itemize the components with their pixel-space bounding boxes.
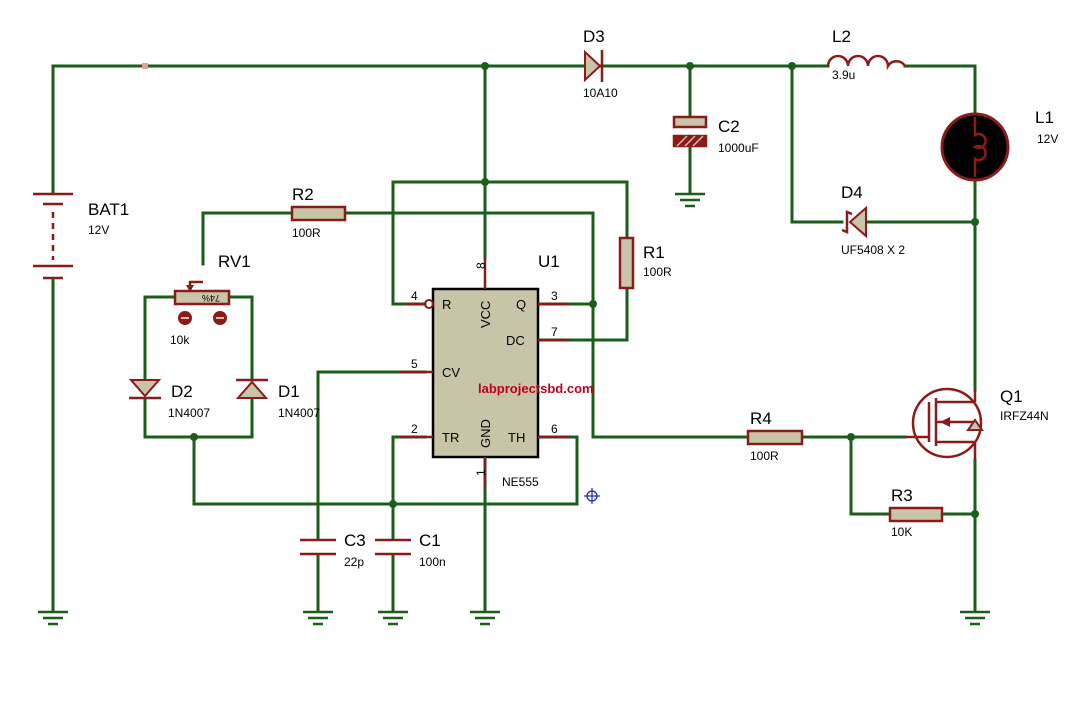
d2-value: 1N4007 [168, 406, 210, 420]
d3-value: 10A10 [583, 86, 618, 100]
ic-u1-ne555[interactable]: 4 3 7 5 2 6 8 1 R Q DC CV TR TH VCC GND … [400, 252, 570, 489]
c2-ref: C2 [718, 117, 740, 136]
lamp-l1[interactable]: L1 12V [940, 108, 1058, 182]
junctions [190, 62, 979, 518]
battery-bat1[interactable]: BAT1 12V [33, 192, 129, 280]
rv1-value: 10k [170, 333, 190, 347]
l2-value: 3.9u [832, 68, 855, 82]
r1-ref: R1 [643, 243, 665, 262]
r3-ref: R3 [891, 486, 913, 505]
junction [971, 510, 979, 518]
q1-ref: Q1 [1000, 387, 1023, 406]
resistor-r4[interactable]: R4 100R [746, 409, 804, 463]
c2-value: 1000uF [718, 141, 759, 155]
junction [847, 433, 855, 441]
u1-pin-dc-label: DC [506, 333, 525, 348]
u1-pin-1-number: 1 [474, 469, 488, 476]
ground-icon [470, 610, 500, 626]
probe-marker [142, 63, 148, 69]
rv1-ref: RV1 [218, 252, 251, 271]
l2-ref: L2 [832, 27, 851, 46]
u1-pin-5-number: 5 [411, 357, 418, 371]
inductor-l2[interactable]: L2 3.9u [826, 27, 907, 82]
junction [788, 62, 796, 70]
u1-pin-th-label: TH [508, 430, 525, 445]
u1-pin-3-number: 3 [551, 289, 558, 303]
resistor-r1[interactable]: R1 100R [618, 236, 672, 290]
junction [971, 218, 979, 226]
junction [481, 178, 489, 186]
u1-pin-gnd-label: GND [478, 419, 493, 448]
diode-d2[interactable]: D2 1N4007 [128, 379, 210, 420]
diode-d3[interactable]: D3 10A10 [583, 27, 618, 100]
mosfet-q1[interactable]: Q1 IRFZ44N [905, 387, 1049, 460]
d4-value: UF5408 X 2 [841, 243, 905, 257]
bat1-ref: BAT1 [88, 200, 129, 219]
rv1-increment-button[interactable] [213, 311, 227, 325]
r2-value: 100R [292, 226, 321, 240]
q1-value: IRFZ44N [1000, 409, 1049, 423]
resistor-r2[interactable]: R2 100R [290, 185, 347, 240]
r2-ref: R2 [292, 185, 314, 204]
l1-ref: L1 [1035, 108, 1054, 127]
c1-ref: C1 [419, 531, 441, 550]
ground-icon [960, 610, 990, 626]
r4-ref: R4 [750, 409, 772, 428]
watermark-text: labprojectsbd.com [478, 381, 594, 396]
d1-ref: D1 [278, 382, 300, 401]
rv1-decrement-button[interactable] [178, 311, 192, 325]
u1-pin-8-number: 8 [474, 262, 488, 269]
d4-ref: D4 [841, 183, 863, 202]
u1-pin-2-number: 2 [411, 422, 418, 436]
r3-value: 10K [891, 525, 912, 539]
junction [589, 300, 597, 308]
capacitor-c3[interactable]: C3 22p [300, 531, 366, 569]
u1-pin-4-number: 4 [411, 289, 418, 303]
l1-value: 12V [1037, 132, 1058, 146]
c3-ref: C3 [344, 531, 366, 550]
u1-pin-6-number: 6 [551, 422, 558, 436]
potentiometer-rv1[interactable]: 74% RV1 10k [170, 252, 251, 347]
ground-icon [38, 610, 68, 626]
diode-d4[interactable]: D4 UF5408 X 2 [841, 183, 905, 257]
ground-icon [303, 610, 333, 626]
r1-value: 100R [643, 265, 672, 279]
junction [389, 500, 397, 508]
d2-ref: D2 [171, 382, 193, 401]
capacitor-c2[interactable]: C2 1000uF [672, 115, 759, 155]
u1-pin-cv-label: CV [442, 365, 460, 380]
ground-icon [378, 610, 408, 626]
junction [190, 433, 198, 441]
u1-pin-tr-label: TR [442, 430, 459, 445]
d3-ref: D3 [583, 27, 605, 46]
bat1-value: 12V [88, 223, 109, 237]
u1-ref: U1 [538, 252, 560, 271]
diode-d1[interactable]: D1 1N4007 [235, 378, 320, 420]
ground-icon [675, 192, 705, 208]
r4-value: 100R [750, 449, 779, 463]
wires [51, 64, 977, 612]
d1-value: 1N4007 [278, 406, 320, 420]
crosshair-icon [584, 488, 600, 504]
u1-value: NE555 [502, 475, 539, 489]
u1-pin-r-label: R [442, 297, 451, 312]
junction [686, 62, 694, 70]
junction [481, 62, 489, 70]
resistor-r3[interactable]: R3 10K [888, 486, 944, 539]
rv1-wiper-value: 74% [202, 293, 220, 303]
capacitor-c1[interactable]: C1 100n [375, 531, 446, 569]
c1-value: 100n [419, 555, 446, 569]
c3-value: 22p [344, 555, 364, 569]
u1-pin-vcc-label: VCC [478, 301, 493, 328]
u1-pin-q-label: Q [516, 297, 526, 312]
u1-pin-7-number: 7 [551, 325, 558, 339]
ground-symbols [38, 192, 990, 626]
